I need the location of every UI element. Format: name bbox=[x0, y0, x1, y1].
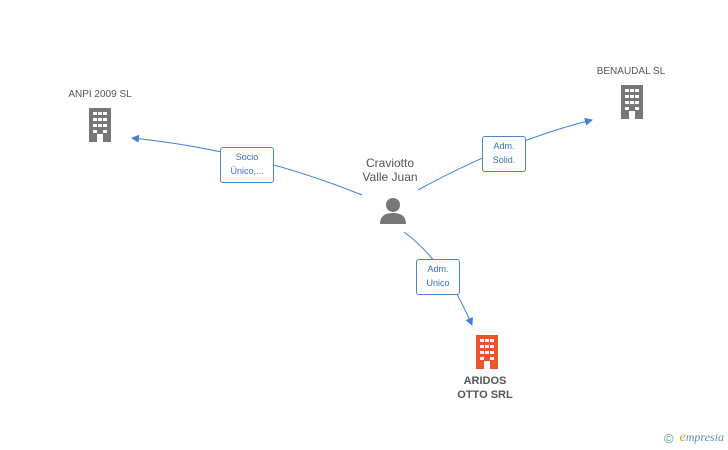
empresia-logo-initial: e bbox=[679, 430, 686, 445]
building-icon[interactable] bbox=[616, 85, 648, 119]
edge-label-to-aridos[interactable]: Adm. Unico bbox=[416, 259, 460, 295]
edge-label-to-anpi[interactable]: Socio Único,... bbox=[220, 147, 274, 183]
edge-label-line1: Socio bbox=[235, 152, 259, 162]
aridos-name-line2: OTTO SRL bbox=[457, 389, 513, 401]
node-person-label[interactable]: Craviotto Valle Juan bbox=[350, 156, 430, 184]
node-anpi-label[interactable]: ANPI 2009 SL bbox=[68, 89, 132, 100]
edge-label-to-benaudal[interactable]: Adm. Solid. bbox=[482, 136, 526, 172]
empresia-logo-rest: mpresia bbox=[685, 430, 724, 444]
copyright-symbol: © bbox=[663, 430, 674, 446]
aridos-name-line1: ARIDOS bbox=[463, 375, 507, 387]
person-name-line2: Valle Juan bbox=[362, 170, 418, 184]
building-icon[interactable] bbox=[84, 108, 116, 142]
empresia-watermark: © empresia bbox=[664, 430, 724, 446]
edge-label-line1: Adm. bbox=[493, 141, 515, 151]
edge-label-line2: Solid. bbox=[492, 155, 516, 165]
edge-label-line1: Adm. bbox=[427, 264, 449, 274]
person-name-line1: Craviotto bbox=[365, 156, 415, 170]
empresia-logo: empresia bbox=[680, 430, 724, 446]
person-icon[interactable] bbox=[378, 196, 408, 224]
node-aridos-label[interactable]: ARIDOS OTTO SRL bbox=[445, 374, 525, 402]
edge-label-line2: Unico bbox=[426, 278, 450, 288]
building-icon[interactable] bbox=[471, 335, 503, 369]
node-benaudal-label[interactable]: BENAUDAL SL bbox=[596, 66, 666, 77]
edge-label-line2: Único,... bbox=[230, 166, 264, 176]
